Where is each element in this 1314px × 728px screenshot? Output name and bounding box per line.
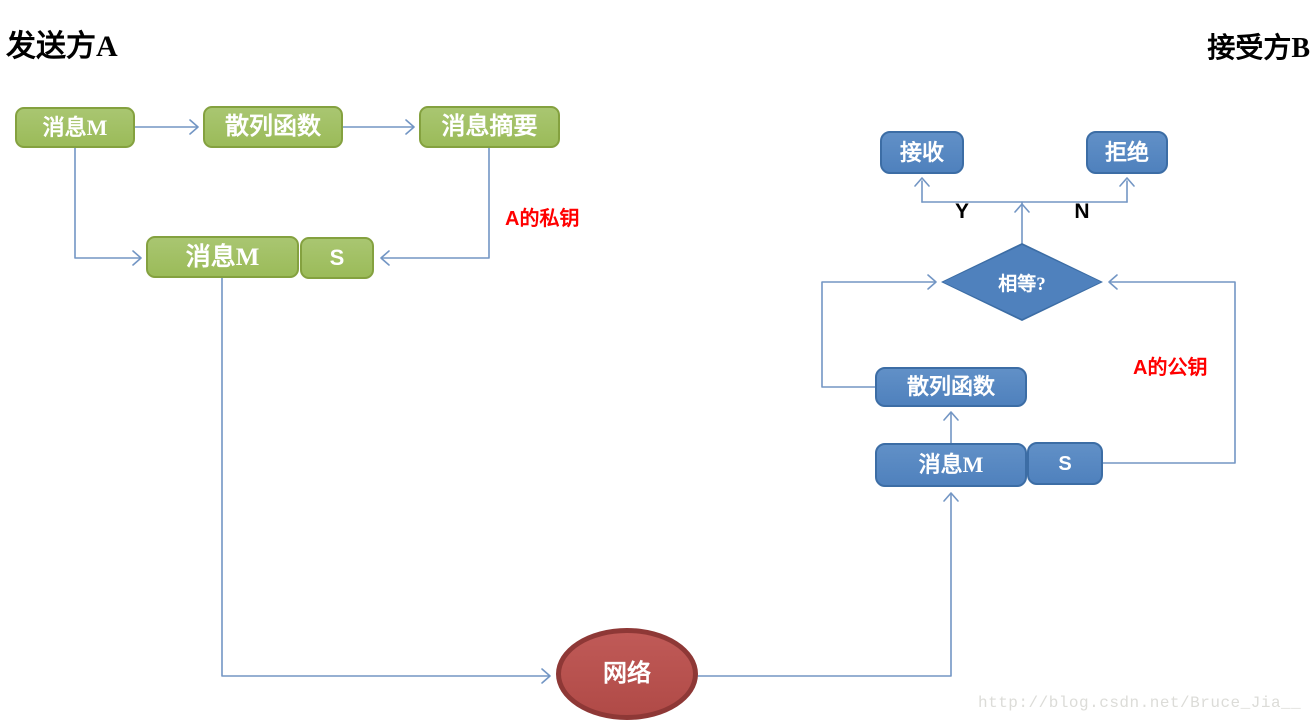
- network-ellipse: 网络: [556, 628, 698, 720]
- network-label: 网络: [603, 661, 651, 687]
- arrowhead: [132, 250, 142, 266]
- sender-title: 发送方A: [6, 30, 118, 63]
- arrow-network-to-message: [697, 493, 952, 677]
- arrowhead: [1014, 203, 1030, 213]
- arrowhead: [189, 119, 199, 135]
- arrow-message-to-signed: [74, 146, 141, 259]
- sender-signature-box: S: [300, 237, 374, 279]
- receiver-title: 接受方B: [1207, 33, 1310, 64]
- arrow-rsignature-to-decision: [1102, 281, 1236, 464]
- arrow-rhash-to-decision: [821, 281, 936, 388]
- receiver-reject-box: 拒绝: [1086, 131, 1168, 174]
- sender-hash-box: 散列函数: [203, 106, 343, 148]
- receiver-accept-box: 接收: [880, 131, 964, 174]
- sender-hash-label: 散列函数: [225, 114, 321, 140]
- private-key-label: A的私钥: [505, 208, 580, 230]
- receiver-signature-box: S: [1027, 442, 1103, 485]
- arrowhead: [927, 274, 937, 290]
- receiver-message-label: 消息M: [918, 452, 984, 477]
- yes-branch-label: Y: [954, 200, 969, 223]
- sender-signed-message-label: 消息M: [185, 243, 260, 271]
- arrowhead: [943, 411, 959, 421]
- receiver-accept-label: 接收: [899, 139, 944, 165]
- sender-signature-label: S: [329, 245, 345, 270]
- sender-message-box: 消息M: [15, 107, 135, 148]
- arrowhead: [1119, 177, 1135, 187]
- sender-message-label: 消息M: [42, 114, 108, 140]
- arrow-signed-to-network: [221, 277, 550, 677]
- sender-signed-message-box: 消息M: [146, 236, 299, 278]
- watermark-text: http://blog.csdn.net/Bruce_Jia__: [978, 694, 1302, 712]
- receiver-hash-box: 散列函数: [875, 367, 1027, 407]
- sender-digest-label: 消息摘要: [441, 114, 538, 140]
- sender-digest-box: 消息摘要: [419, 106, 560, 148]
- arrow-digest-to-signature: [381, 147, 490, 259]
- arrowhead: [1108, 274, 1118, 290]
- public-key-label: A的公钥: [1133, 357, 1208, 379]
- receiver-reject-label: 拒绝: [1104, 139, 1149, 165]
- receiver-signature-label: S: [1058, 452, 1072, 475]
- arrowhead: [914, 177, 930, 187]
- arrowhead: [380, 250, 390, 266]
- receiver-hash-label: 散列函数: [906, 374, 995, 399]
- receiver-message-box: 消息M: [875, 443, 1027, 487]
- decision-label: 相等?: [998, 273, 1046, 295]
- no-branch-label: N: [1074, 200, 1090, 223]
- arrowhead: [943, 492, 959, 502]
- arrowhead: [405, 119, 415, 135]
- arrowhead: [541, 668, 551, 684]
